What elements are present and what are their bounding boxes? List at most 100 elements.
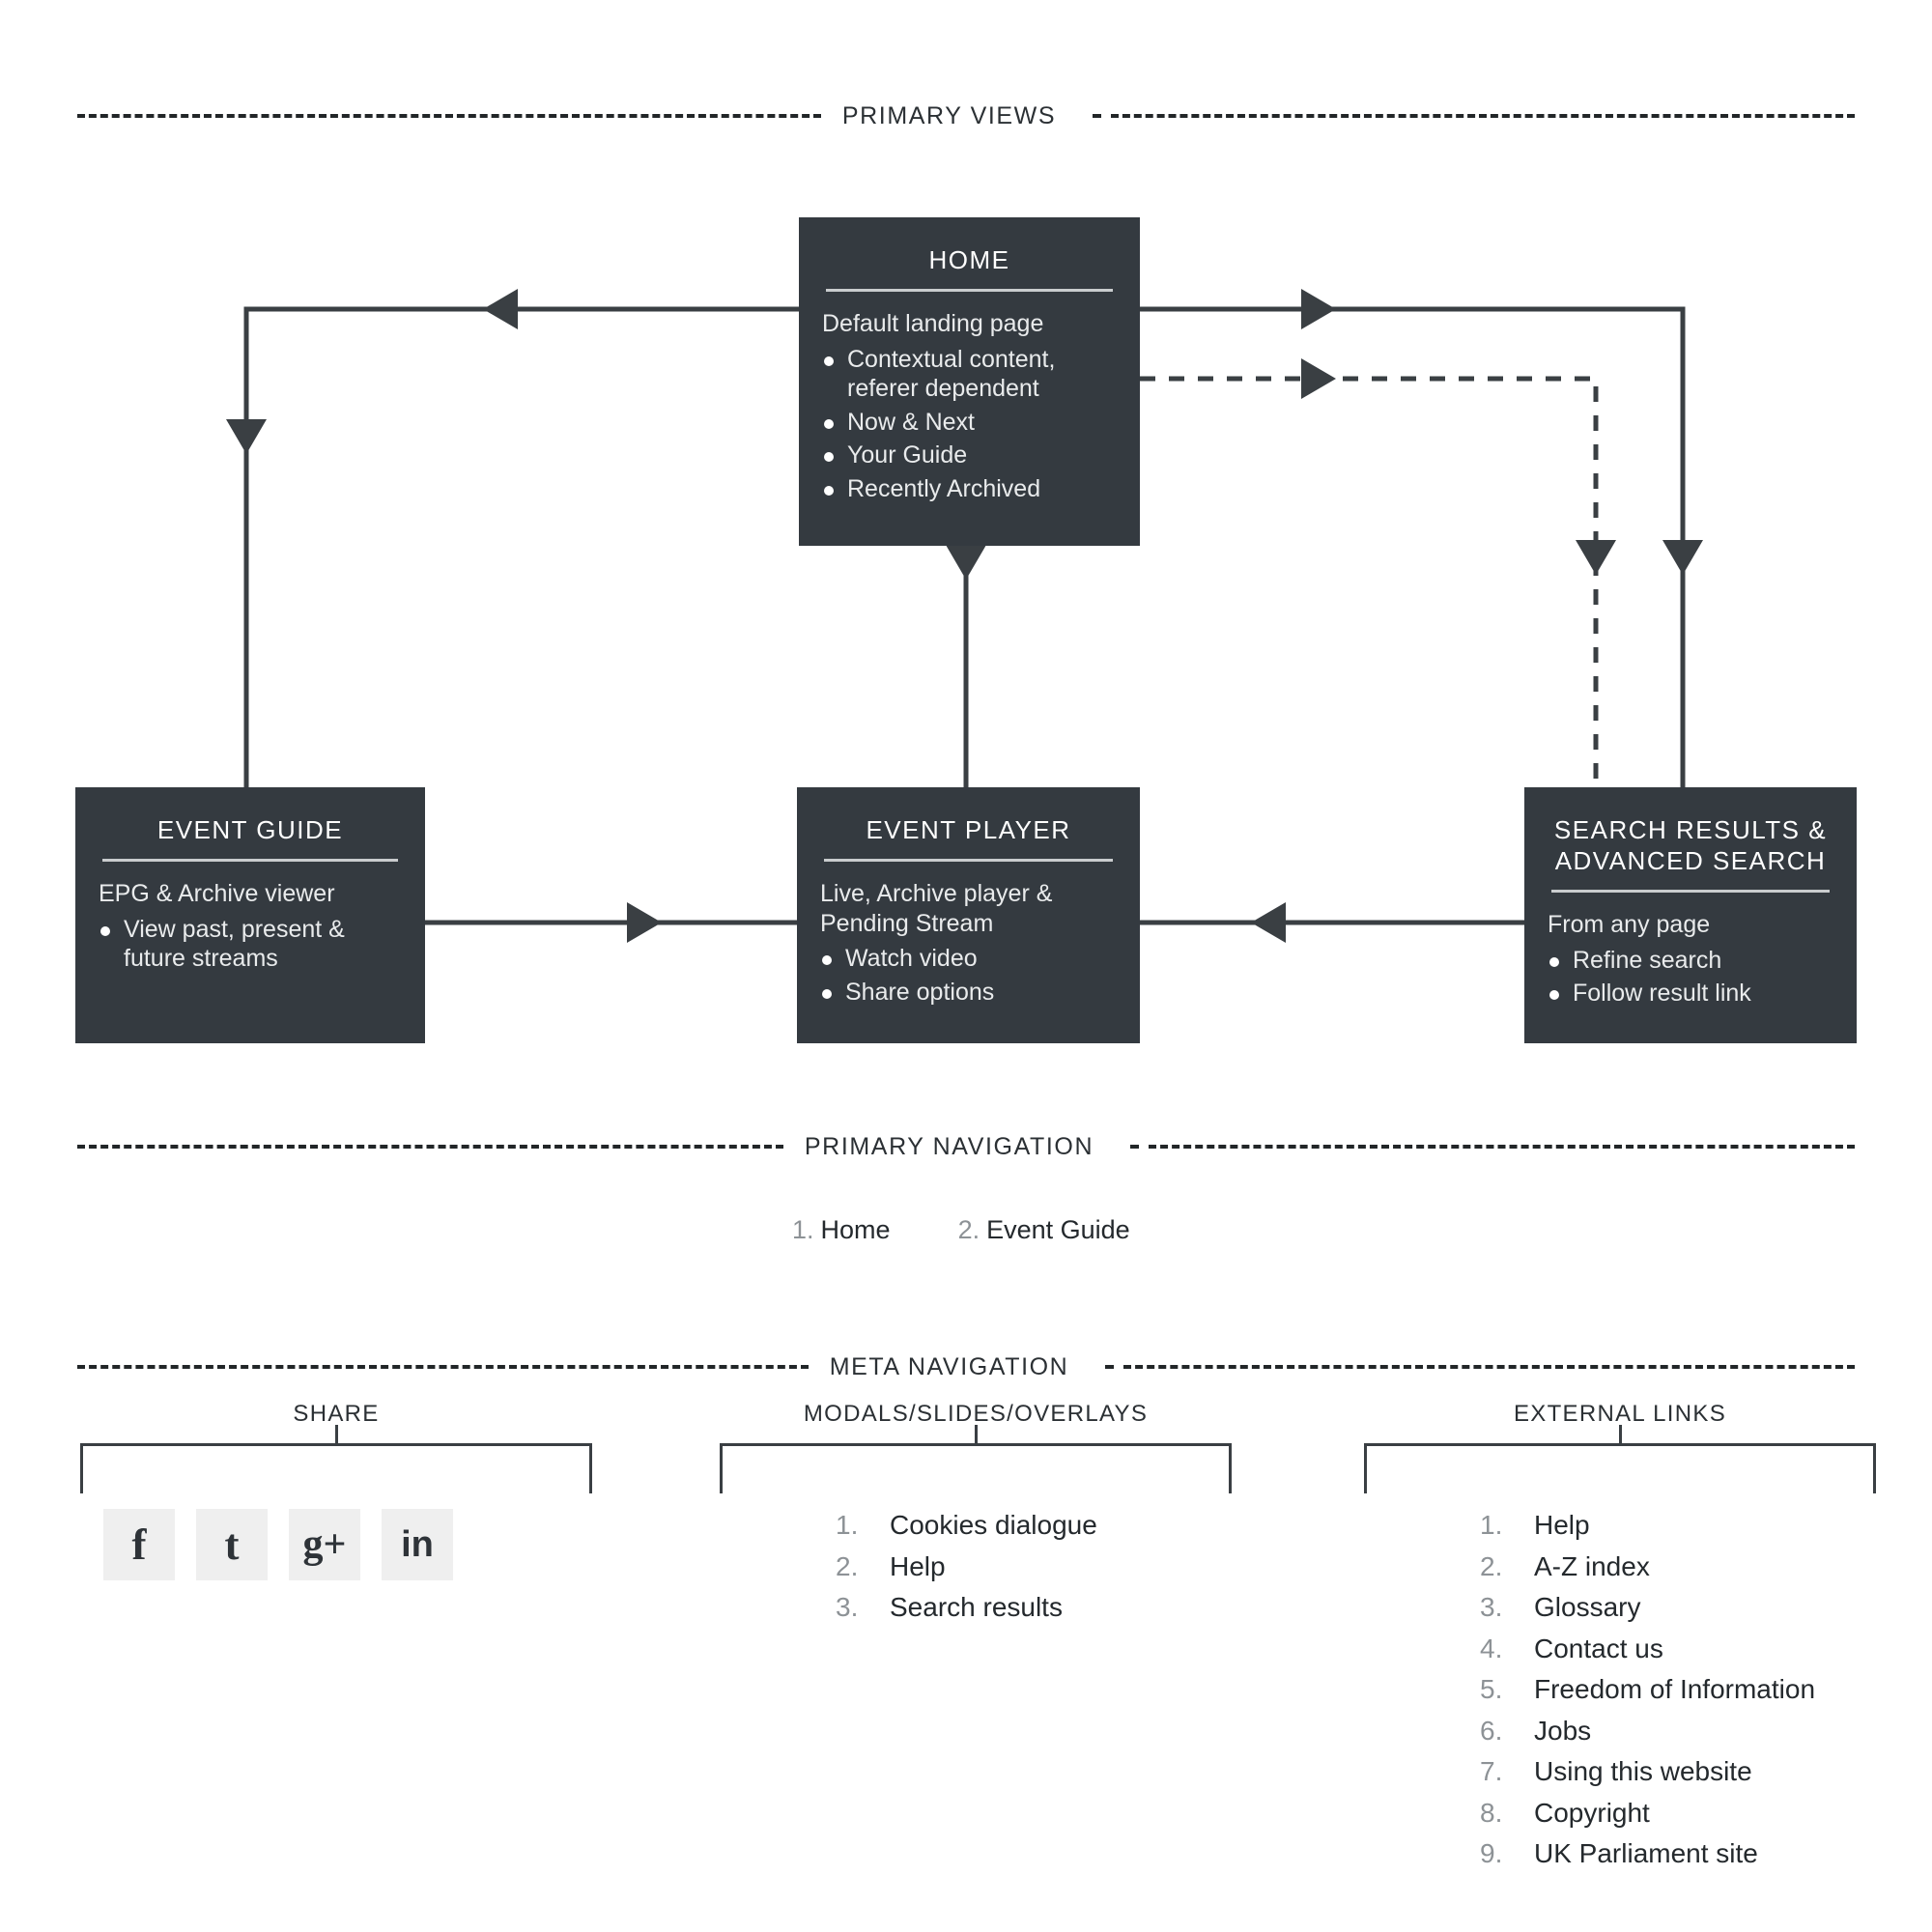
list-item[interactable]: 7. Using this website: [1480, 1751, 1815, 1793]
meta-group-share-title: SHARE: [293, 1401, 380, 1427]
connector-home-to-event-guide: [243, 306, 799, 787]
list-item[interactable]: 1. Cookies dialogue: [836, 1505, 1097, 1547]
list-number: 6.: [1480, 1715, 1503, 1746]
node-event-player-bullets: Watch video Share options: [820, 944, 1117, 1007]
list-number: 5.: [1480, 1674, 1503, 1705]
facebook-icon[interactable]: f: [103, 1509, 175, 1580]
arrowhead-left-event-player: [1251, 902, 1286, 943]
arrowhead-down-search-solid: [1662, 540, 1703, 575]
arrowhead-down-search-dashed: [1576, 540, 1616, 575]
bracket-stem: [335, 1425, 338, 1446]
list-item[interactable]: 5. Freedom of Information: [1480, 1669, 1815, 1711]
primary-nav-item-event-guide[interactable]: 2.Event Guide: [958, 1215, 1130, 1245]
linkedin-icon[interactable]: in: [382, 1509, 453, 1580]
list-label: Cookies dialogue: [890, 1510, 1097, 1540]
share-icon-row: f t g+ in: [103, 1509, 453, 1580]
node-home-bullet: Now & Next: [822, 408, 1117, 438]
list-number: 8.: [1480, 1797, 1503, 1828]
node-home-lead: Default landing page: [822, 310, 1044, 338]
primary-nav-label: Event Guide: [986, 1215, 1130, 1244]
node-home-bullet: Contextual content, referer dependent: [822, 345, 1117, 404]
primary-navigation-list: 1.Home 2.Event Guide: [792, 1215, 1130, 1245]
divider-dash-right: [1123, 1365, 1856, 1369]
external-links-list: 1. Help 2. A-Z index 3. Glossary 4. Cont…: [1480, 1505, 1815, 1875]
node-event-player-lead: Live, Archive player & Pending Stream: [820, 880, 1053, 937]
node-home-bullet: Your Guide: [822, 440, 1117, 470]
primary-nav-number: 2.: [957, 1215, 980, 1244]
node-search-results[interactable]: SEARCH RESULTS & ADVANCED SEARCH From an…: [1524, 787, 1857, 1043]
list-number: 3.: [836, 1592, 859, 1623]
node-home-bullet: Recently Archived: [822, 474, 1117, 504]
list-item[interactable]: 1. Help: [1480, 1505, 1815, 1547]
node-event-guide[interactable]: EVENT GUIDE EPG & Archive viewer View pa…: [75, 787, 425, 1043]
list-item[interactable]: 2. Help: [836, 1547, 1097, 1588]
node-event-guide-rule: [102, 859, 398, 863]
list-item[interactable]: 3. Glossary: [1480, 1587, 1815, 1629]
node-home-rule: [826, 289, 1113, 293]
list-label: Copyright: [1534, 1797, 1650, 1828]
connector-home-to-search: [1140, 306, 1686, 787]
list-item[interactable]: 9. UK Parliament site: [1480, 1833, 1815, 1875]
list-number: 3.: [1480, 1592, 1503, 1623]
node-event-player-rule: [824, 859, 1113, 863]
node-event-guide-bullet: View past, present & future streams: [99, 915, 402, 974]
list-number: 1.: [836, 1510, 859, 1540]
tumblr-icon[interactable]: t: [196, 1509, 268, 1580]
arrowhead-down-event-guide: [226, 419, 267, 454]
list-number: 4.: [1480, 1633, 1503, 1663]
node-home-bullets: Contextual content, referer dependent No…: [822, 345, 1117, 504]
divider-label-primary-navigation: PRIMARY NAVIGATION: [804, 1132, 1094, 1160]
list-number: 1.: [1480, 1510, 1503, 1540]
list-label: Glossary: [1534, 1592, 1641, 1623]
bracket-stem: [975, 1425, 978, 1446]
divider-dash-right: [1149, 1145, 1856, 1149]
node-event-guide-bullets: View past, present & future streams: [99, 915, 402, 974]
divider-dash-left: [77, 114, 821, 118]
list-item[interactable]: 2. A-Z index: [1480, 1547, 1815, 1588]
list-label: Contact us: [1534, 1633, 1663, 1663]
node-event-player-title: EVENT PLAYER: [866, 815, 1071, 844]
primary-nav-number: 1.: [792, 1215, 814, 1244]
list-item[interactable]: 6. Jobs: [1480, 1711, 1815, 1752]
node-event-player-bullet: Watch video: [820, 944, 1117, 974]
divider-dash-left: [77, 1145, 783, 1149]
list-item[interactable]: 3. Search results: [836, 1587, 1097, 1629]
list-number: 2.: [836, 1550, 859, 1581]
arrowhead-right-search-solid: [1301, 289, 1336, 329]
node-search-results-lead: From any page: [1548, 911, 1711, 939]
node-search-results-bullet: Refine search: [1548, 946, 1833, 976]
divider-label-meta-navigation: META NAVIGATION: [829, 1352, 1069, 1380]
google-plus-icon[interactable]: g+: [289, 1509, 360, 1580]
node-event-guide-lead: EPG & Archive viewer: [99, 880, 335, 908]
list-item[interactable]: 4. Contact us: [1480, 1629, 1815, 1670]
divider-dot: [1105, 1365, 1115, 1369]
arrowhead-left-home: [483, 289, 518, 329]
divider-dot: [1093, 114, 1102, 118]
list-label: A-Z index: [1534, 1550, 1650, 1581]
list-label: Freedom of Information: [1534, 1674, 1816, 1705]
list-label: UK Parliament site: [1534, 1838, 1758, 1869]
primary-nav-item-home[interactable]: 1.Home: [792, 1215, 891, 1245]
list-label: Jobs: [1534, 1715, 1592, 1746]
node-search-results-bullet: Follow result link: [1548, 979, 1833, 1009]
node-event-guide-title: EVENT GUIDE: [156, 815, 344, 844]
list-number: 2.: [1480, 1550, 1503, 1581]
node-event-player[interactable]: EVENT PLAYER Live, Archive player & Pend…: [797, 787, 1140, 1043]
list-label: Search results: [890, 1592, 1063, 1623]
meta-group-external-links-title: EXTERNAL LINKS: [1513, 1401, 1727, 1427]
meta-group-modals-title: MODALS/SLIDES/OVERLAYS: [803, 1401, 1149, 1427]
divider-label-primary-views: PRIMARY VIEWS: [841, 101, 1057, 129]
list-label: Help: [890, 1550, 946, 1581]
list-label: Using this website: [1534, 1756, 1752, 1787]
list-item[interactable]: 8. Copyright: [1480, 1793, 1815, 1834]
bracket-stem: [1619, 1425, 1622, 1446]
meta-group-bracket: [1364, 1425, 1876, 1493]
list-label: Help: [1534, 1510, 1590, 1540]
divider-primary-views: PRIMARY VIEWS: [77, 97, 1856, 135]
node-search-results-bullets: Refine search Follow result link: [1548, 946, 1833, 1009]
primary-nav-label: Home: [820, 1215, 891, 1244]
list-number: 9.: [1480, 1838, 1503, 1869]
node-home[interactable]: HOME Default landing page Contextual con…: [799, 217, 1140, 546]
meta-group-bracket: [720, 1425, 1232, 1493]
